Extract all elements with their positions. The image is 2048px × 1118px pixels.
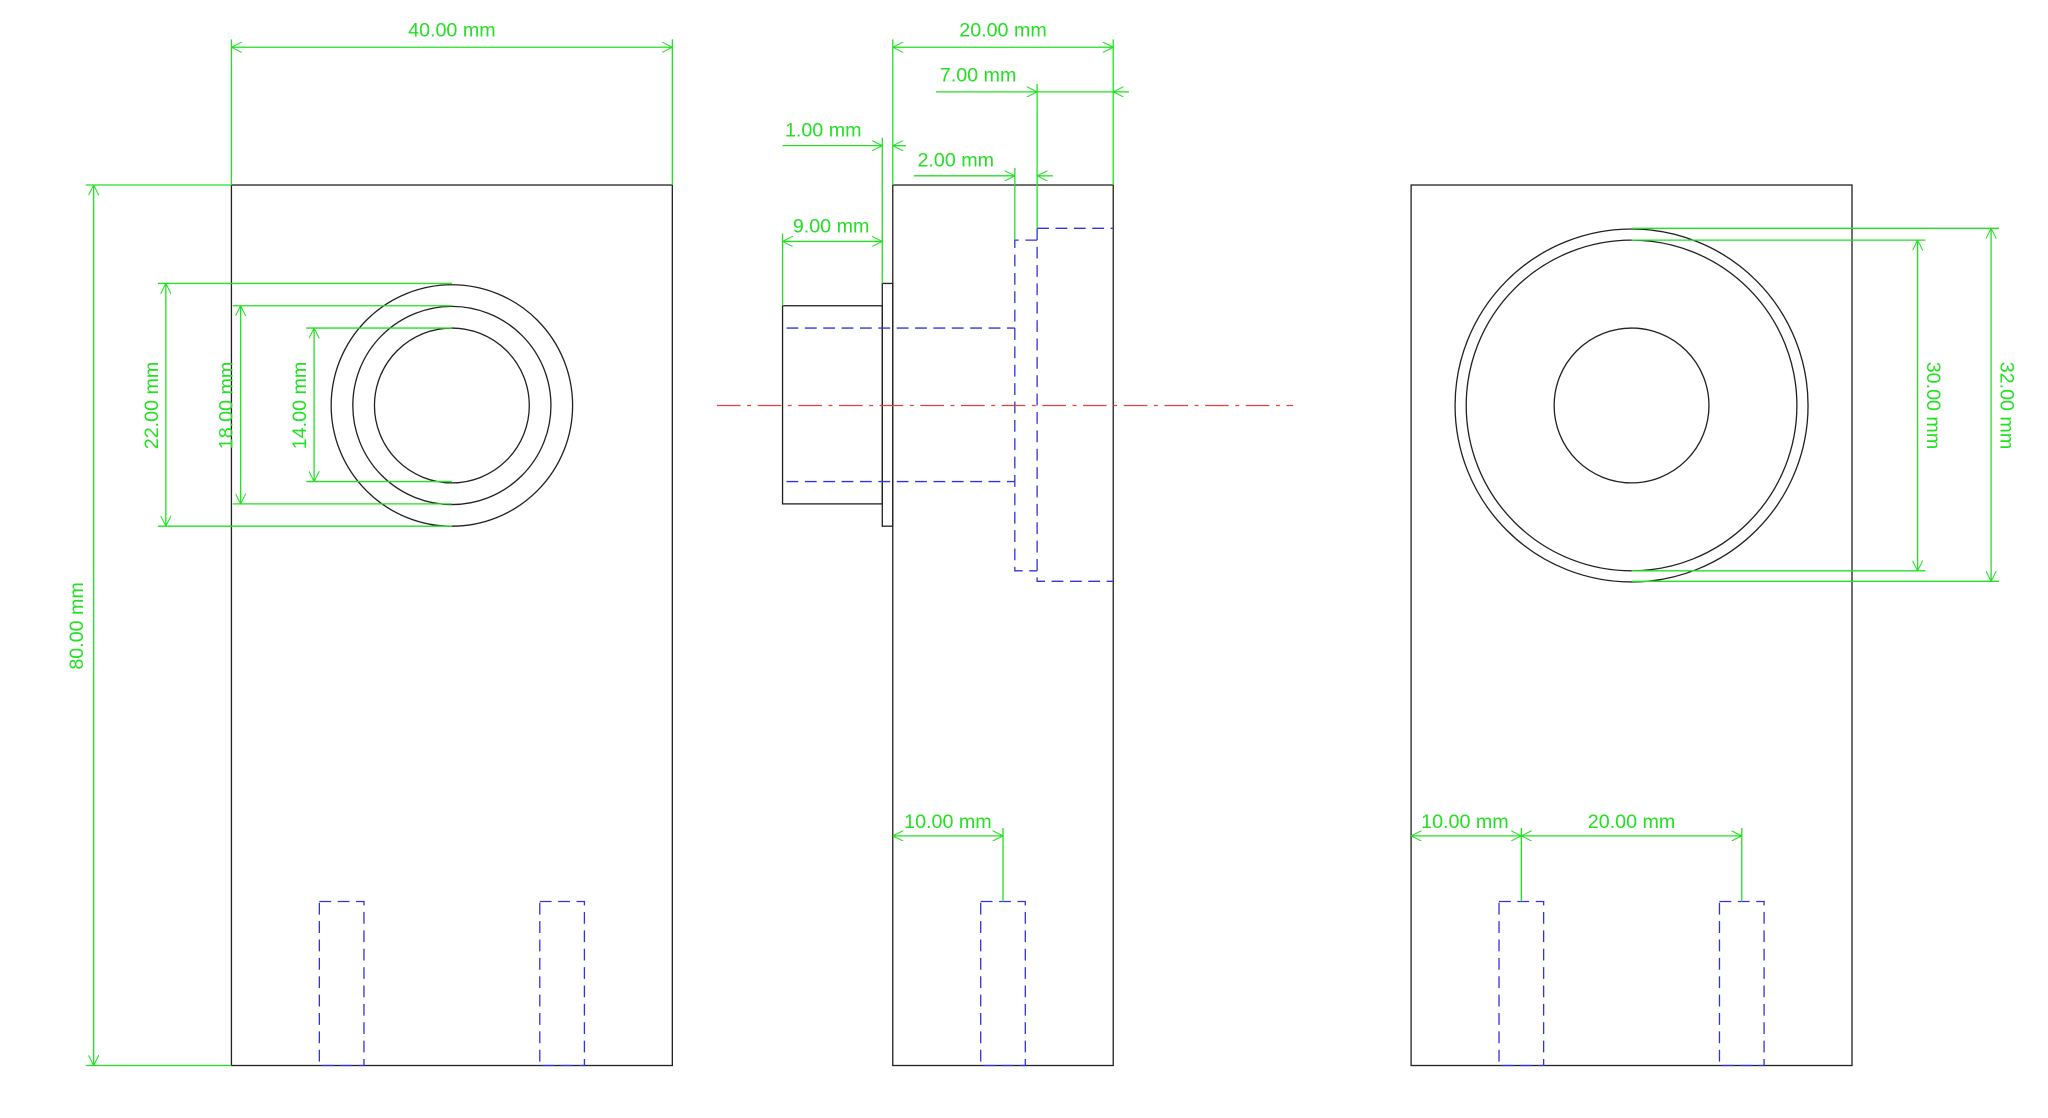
dim-side-boss-length: 9.00 mm [781, 215, 883, 306]
dim-label: 10.00 mm [904, 811, 991, 833]
dim-label: 10.00 mm [1421, 811, 1508, 833]
front-view: 40.00 mm 80.00 mm 22.00 mm 18.00 mm 14.0… [66, 20, 673, 1067]
dim-front-outer-diameter: 22.00 mm [141, 282, 452, 527]
dim-side-pin-offset: 10.00 mm [892, 811, 1004, 902]
dim-rear-32-diameter: 32.00 mm [1631, 227, 2017, 582]
dim-side-step-depth: 2.00 mm [913, 150, 1053, 241]
dim-label: 1.00 mm [785, 119, 862, 141]
dim-rear-pin-offset: 10.00 mm [1411, 811, 1522, 902]
rear-pin-hidden-left [1498, 900, 1545, 1067]
dim-label: 40.00 mm [408, 20, 495, 42]
dim-label: 30.00 mm [1922, 362, 1944, 449]
dim-label: 18.00 mm [216, 362, 238, 449]
dim-front-width: 40.00 mm [230, 20, 673, 186]
dim-front-inner-diameter: 14.00 mm [289, 327, 452, 483]
dim-front-middle-diameter: 18.00 mm [216, 305, 452, 505]
dim-label: 22.00 mm [141, 362, 163, 449]
rear-view: 30.00 mm 32.00 mm 10.00 mm 20.00 mm [1410, 184, 2017, 1067]
side-body-outline [892, 184, 1114, 1067]
front-pin-hidden-right [539, 900, 586, 1067]
dim-label: 20.00 mm [959, 20, 1046, 42]
dim-label: 9.00 mm [793, 215, 870, 237]
front-outer-circle [330, 284, 574, 527]
dim-rear-pin-spacing: 20.00 mm [1521, 811, 1743, 902]
dim-label: 80.00 mm [66, 582, 88, 669]
dim-label: 2.00 mm [917, 150, 994, 172]
dim-side-depth: 20.00 mm [892, 20, 1114, 186]
front-body-outline [230, 184, 673, 1067]
dim-side-counterbore-depth: 7.00 mm [936, 64, 1129, 229]
rear-body-outline [1410, 184, 1853, 1067]
side-view: 20.00 mm 7.00 mm 1.00 mm 2.00 mm 9.00 mm [716, 20, 1294, 1067]
dim-label: 32.00 mm [1995, 362, 2017, 449]
front-inner-circle [373, 327, 530, 484]
dim-side-flange-thickness: 1.00 mm [782, 119, 906, 284]
rear-counterbore-circle [1465, 239, 1798, 572]
rear-bore-circle [1553, 327, 1710, 484]
dim-label: 7.00 mm [940, 64, 1017, 86]
dim-label: 14.00 mm [289, 362, 311, 449]
dim-label: 20.00 mm [1588, 811, 1675, 833]
rear-pin-hidden-right [1718, 900, 1765, 1067]
rear-outer-circle [1454, 228, 1809, 583]
dim-front-height: 80.00 mm [66, 184, 232, 1067]
dim-rear-30-diameter: 30.00 mm [1631, 239, 1944, 572]
side-pin-hidden [980, 900, 1026, 1067]
front-middle-circle [352, 305, 552, 506]
front-pin-hidden-left [318, 900, 365, 1067]
